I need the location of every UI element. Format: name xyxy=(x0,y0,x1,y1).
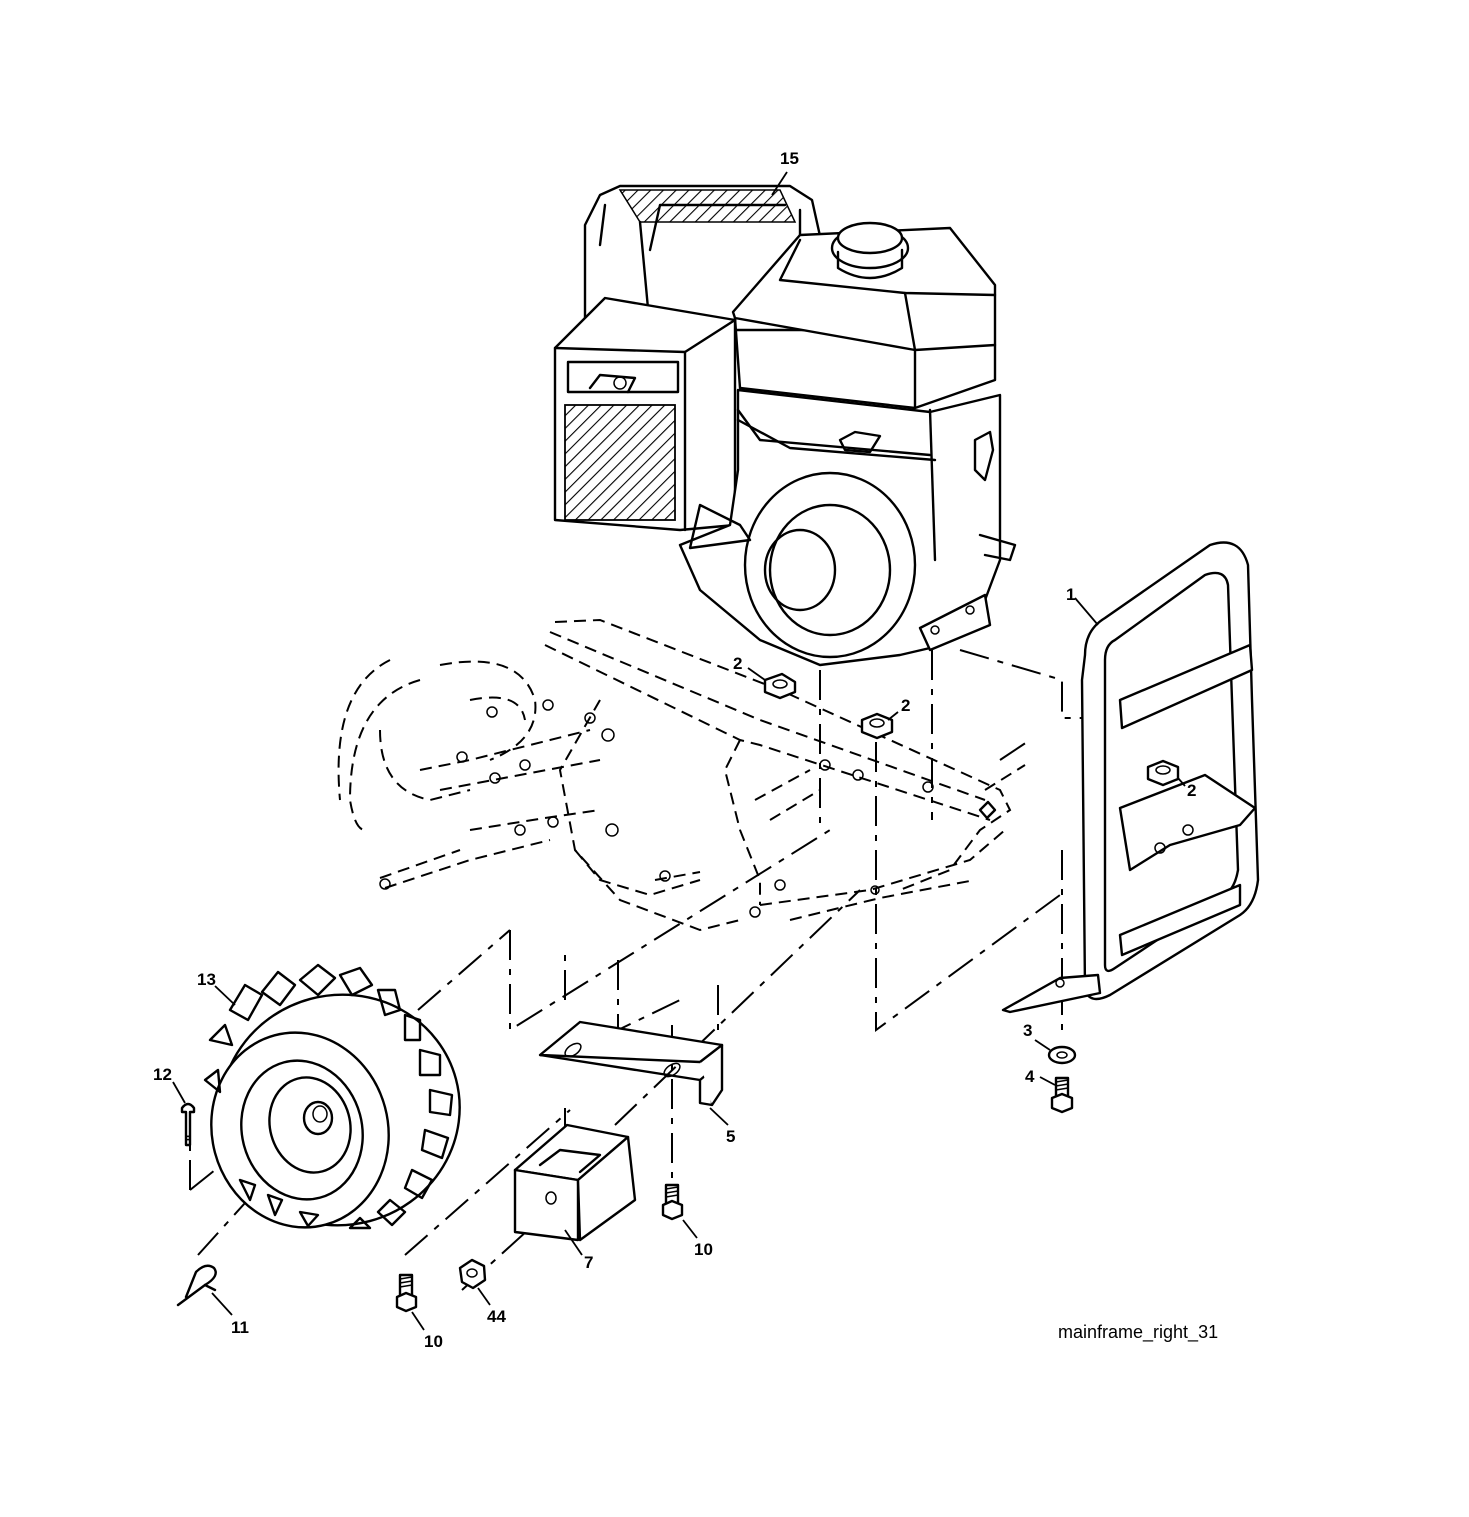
front-guard-part xyxy=(1001,541,1260,1014)
callout-4: 4 xyxy=(1025,1067,1035,1086)
callout-5: 5 xyxy=(726,1127,735,1146)
weight-block-part xyxy=(513,1123,637,1256)
hex-nut-part xyxy=(458,1258,491,1306)
callout-2: 2 xyxy=(733,654,742,673)
callout-10: 10 xyxy=(694,1240,713,1259)
wheel-tire-part xyxy=(203,963,461,1230)
flange-nut-part xyxy=(747,667,1186,787)
callout-15: 15 xyxy=(780,149,799,168)
callout-7: 7 xyxy=(584,1253,593,1272)
callout-12: 12 xyxy=(153,1065,172,1084)
hex-bolt-part xyxy=(395,1183,698,1331)
washer-bolt-part xyxy=(1034,1039,1077,1114)
engine-part xyxy=(553,171,1017,667)
bracket-part xyxy=(538,1020,729,1126)
diagram-id-label: mainframe_right_31 xyxy=(1058,1322,1218,1343)
callout-1: 1 xyxy=(1066,585,1075,604)
callout-11: 11 xyxy=(231,1318,249,1337)
callout-2: 2 xyxy=(901,696,910,715)
callout-2: 2 xyxy=(1187,781,1196,800)
callout-13: 13 xyxy=(197,970,216,989)
callout-3: 3 xyxy=(1023,1021,1032,1040)
callout-44: 44 xyxy=(487,1307,506,1326)
pin-parts xyxy=(172,1081,233,1316)
tiller-frame-phantom xyxy=(337,618,1026,932)
callout-10: 10 xyxy=(424,1332,443,1351)
